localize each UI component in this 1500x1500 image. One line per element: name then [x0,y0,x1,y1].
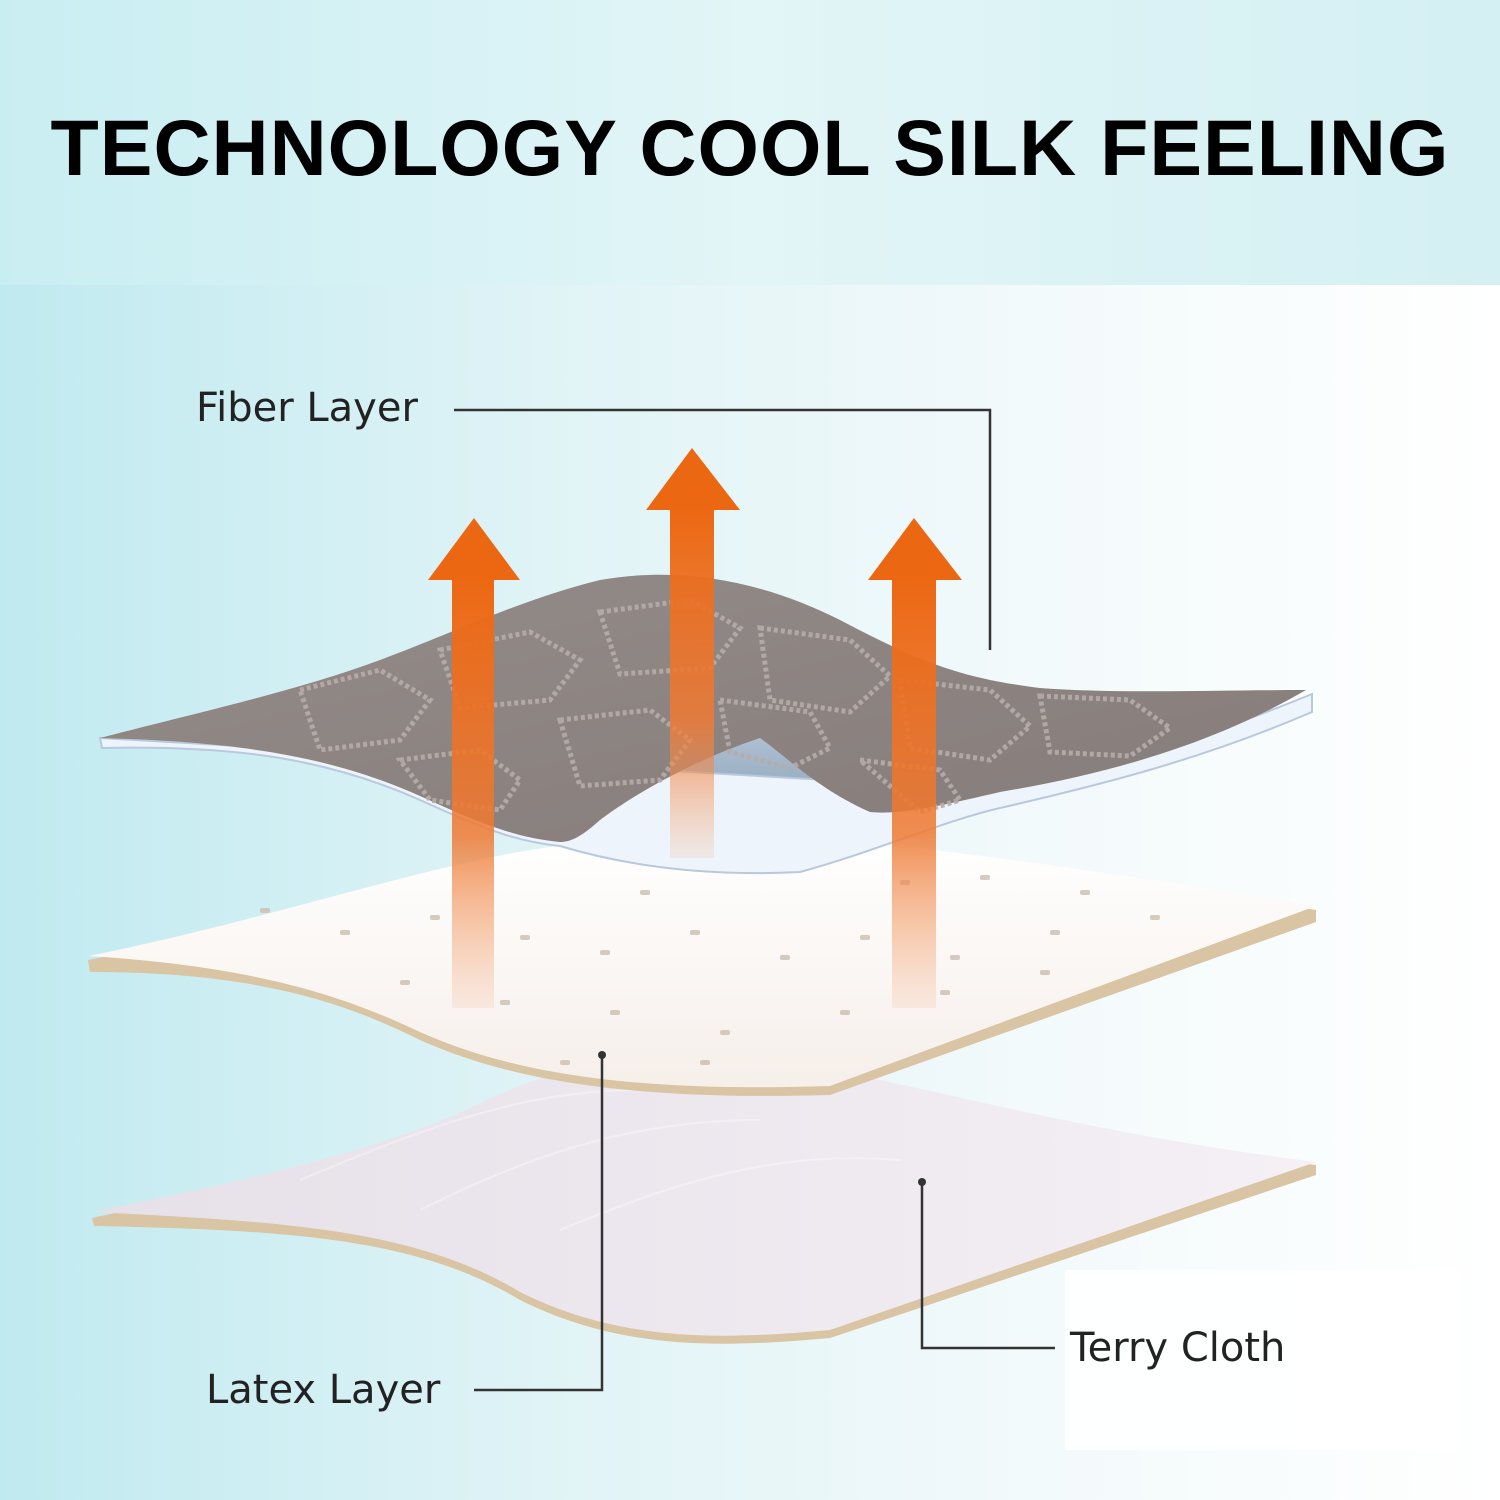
heat-arrow-icon [868,518,962,1008]
latex-leader-line [474,1055,604,1392]
terry-leader-dot [918,1178,926,1186]
terry-label-backdrop [1065,1270,1460,1450]
terry-leader-line [920,1182,1055,1350]
latex-layer-label: Latex Layer [206,1367,441,1413]
latex-leader-dot [598,1051,606,1059]
terry-cloth-layer [92,1052,1316,1344]
heat-arrow-icon [428,518,520,1008]
leader-lines [454,408,1055,1392]
fiber-layer-label: Fiber Layer [196,385,418,431]
latex-layer [88,834,1316,1096]
fiber-leader-line [454,408,992,650]
heat-arrow-icon [646,448,740,858]
header-band [0,0,1500,285]
page-title: TECHNOLOGY COOL SILK FEELING [50,103,1450,192]
terry-cloth-label: Terry Cloth [1070,1325,1286,1371]
heat-arrows [428,448,962,1008]
